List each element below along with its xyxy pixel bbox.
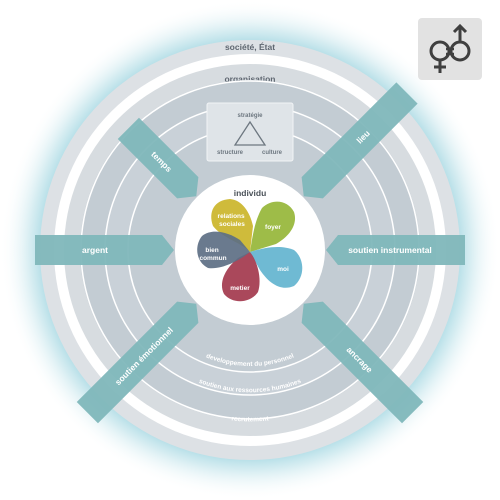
arrow-lieu: lieu — [301, 82, 418, 199]
ring-label-recrutement: recrutement — [231, 415, 270, 423]
petal-metier — [221, 252, 260, 302]
arrow-temps: temps — [117, 117, 199, 199]
gender-equality-icon — [429, 23, 471, 73]
organisation-label: organisation — [224, 74, 275, 84]
petal-label-foyer: foyer — [265, 224, 281, 231]
arrow-label-soutien-instrumental: soutien instrumental — [348, 245, 432, 255]
petal-relations-sociales — [211, 199, 253, 252]
petal-label-relations-sociales: relations sociales — [218, 213, 247, 228]
petal-moi — [250, 246, 303, 288]
petal-label-bien-commun: bien commun — [199, 247, 226, 262]
triangle-shape — [233, 120, 267, 146]
culture-label: culture — [262, 150, 283, 156]
petal-foyer — [250, 201, 296, 252]
gender-equality-badge — [418, 18, 482, 80]
arrow-label-argent: argent — [82, 245, 108, 255]
individu-title: individu — [234, 188, 267, 198]
structure-label: structure — [217, 150, 244, 156]
strategie-label: stratégie — [237, 113, 263, 119]
arrow-argent: argent — [35, 235, 174, 265]
arrow-ancrage: ancrage — [301, 301, 424, 424]
petal-bien-commun — [197, 231, 250, 269]
societe-label: société, État — [225, 42, 275, 52]
petal-label-moi: moi — [277, 266, 289, 273]
arrow-soutien-instrumental: soutien instrumental — [326, 235, 465, 265]
org-triangle-box: stratégie structure culture — [206, 102, 294, 162]
petal-label-metier: metier — [230, 285, 250, 292]
